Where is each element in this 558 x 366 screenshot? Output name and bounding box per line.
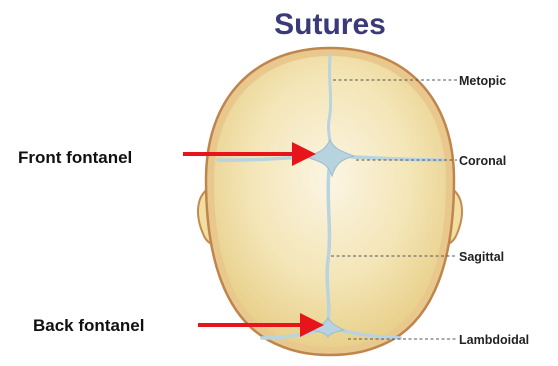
label-front-fontanel: Front fontanel — [18, 148, 132, 167]
label-lambdoidal: Lambdoidal — [459, 333, 529, 347]
label-metopic: Metopic — [459, 74, 506, 88]
label-coronal: Coronal — [459, 154, 506, 168]
label-sagittal: Sagittal — [459, 250, 504, 264]
label-back-fontanel: Back fontanel — [33, 316, 144, 335]
diagram-title: Sutures — [274, 8, 386, 41]
sagittal-suture — [327, 170, 329, 320]
